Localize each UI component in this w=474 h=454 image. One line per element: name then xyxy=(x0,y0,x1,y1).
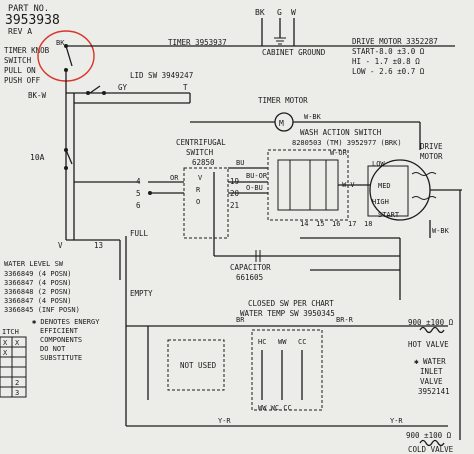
drive-motor-spec-line3: HI - 1.7 ±0.8 Ω xyxy=(352,57,420,66)
temp-ww: WW xyxy=(278,338,287,346)
energy-note-line4: DO NOT xyxy=(40,345,66,353)
svg-text:V: V xyxy=(58,241,63,250)
contact-18: 18 xyxy=(364,220,372,228)
centrifugal-line3: 62850 xyxy=(192,158,215,167)
motor-med: MED xyxy=(378,182,391,190)
contact-10a: 10A xyxy=(30,153,45,162)
switch-chart-title: ITCH xyxy=(2,328,19,336)
contact-13: 13 xyxy=(94,241,103,250)
full-label: FULL xyxy=(130,229,149,238)
water-inlet-line3: VALVE xyxy=(420,377,443,386)
energy-note-line2: EFFICIENT xyxy=(40,327,79,335)
wire-w-bk: W-BK xyxy=(304,113,322,121)
contact-15: 15 xyxy=(316,220,324,228)
water-level-line3: 3366847 (4 POSN) xyxy=(4,279,71,287)
wire-br-r: BR-R xyxy=(336,316,354,324)
energy-note-line3: COMPONENTS xyxy=(40,336,82,344)
wire-o-bu: O-BU xyxy=(246,184,263,192)
water-level-line6: 3366845 (INF POSN) xyxy=(4,306,80,314)
empty-label: EMPTY xyxy=(130,289,153,298)
water-level-line4: 3366848 (2 POSN) xyxy=(4,288,71,296)
water-level-line5: 3366847 (4 POSN) xyxy=(4,297,71,305)
wire-br: BR xyxy=(236,316,245,324)
energy-note-line1: ✱ DENOTES ENERGY xyxy=(32,318,100,326)
contact-5: 5 xyxy=(136,189,141,198)
chart-row-3: 3 xyxy=(15,389,19,397)
water-level-line1: WATER LEVEL SW xyxy=(4,260,64,268)
centrifugal-line2: SWITCH xyxy=(186,148,214,157)
timer-knob-line3: PULL ON xyxy=(4,66,36,75)
switch-chart-table: ITCH X X X 2 3 xyxy=(0,328,27,398)
wire-gy: GY xyxy=(118,83,128,92)
part-number-value: 3953938 xyxy=(5,13,60,28)
timer-label: TIMER 3953937 xyxy=(168,38,227,47)
temp-bottom: WW WC CC xyxy=(258,404,292,412)
temp-cc: CC xyxy=(298,338,306,346)
water-inlet-line4: 3952141 xyxy=(418,387,450,396)
motor-start: START xyxy=(378,211,400,219)
svg-text:M: M xyxy=(279,119,284,128)
cabinet-ground-label: CABINET GROUND xyxy=(262,48,326,57)
not-used-label: NOT USED xyxy=(180,361,217,370)
contact-21: 21 xyxy=(230,201,239,210)
wash-action-line2: 8280503 (TM) 3952977 (BRK) xyxy=(292,139,402,147)
drive-motor-spec-line2: START-8.0 ±3.0 Ω xyxy=(352,47,425,56)
revision-label: REV A xyxy=(8,27,32,36)
wash-action-line1: WASH ACTION SWITCH xyxy=(300,128,382,137)
capacitor-line1: CAPACITOR xyxy=(230,263,271,272)
header-w: W xyxy=(291,8,296,17)
hot-valve-label: HOT VALVE xyxy=(408,340,449,349)
hot-valve-ohm: 900 ±100 Ω xyxy=(408,318,454,327)
chart-cell-3: X xyxy=(3,349,8,357)
contact-17: 17 xyxy=(348,220,356,228)
closed-sw-line2: WATER TEMP SW 3950345 xyxy=(240,309,335,318)
water-inlet-line2: INLET xyxy=(420,367,443,376)
capacitor-line2: 661605 xyxy=(236,273,263,282)
motor-title1: DRIVE xyxy=(420,142,443,151)
closed-sw-line1: CLOSED SW PER CHART xyxy=(248,299,334,308)
timer-knob-line2: SWITCH xyxy=(4,56,32,65)
energy-note-line5: SUBSTITUTE xyxy=(40,354,82,362)
chart-row-2: 2 xyxy=(15,379,19,387)
timer-motor-label: TIMER MOTOR xyxy=(258,96,308,105)
wire-bk2: BK xyxy=(56,39,65,47)
motor-title2: MOTOR xyxy=(420,152,443,161)
cold-valve-ohm: 900 ±100 Ω xyxy=(406,431,452,440)
wire-or: OR xyxy=(170,174,179,182)
temp-hc: HC xyxy=(258,338,266,346)
part-number-label: PART NO. xyxy=(8,4,49,14)
chart-cell-1: X xyxy=(3,339,8,347)
wire-o: O xyxy=(196,198,200,206)
header-bk: BK xyxy=(255,8,265,17)
contact-16: 16 xyxy=(332,220,340,228)
wire-w-bk2: W-BK xyxy=(432,227,450,235)
chart-cell-2: X xyxy=(15,339,20,347)
wire-r: R xyxy=(196,186,201,194)
centrifugal-line1: CENTRIFUGAL xyxy=(176,138,226,147)
water-inlet-line1: ✱ WATER xyxy=(414,357,446,366)
wire-bu: BU xyxy=(236,159,244,167)
wire-v: V xyxy=(198,174,203,182)
wire-w-or: W-OR xyxy=(330,149,348,157)
wire-t: T xyxy=(183,83,188,92)
cold-valve-label: COLD VALVE xyxy=(408,445,454,454)
water-level-line2: 3366849 (4 POSN) xyxy=(4,270,71,278)
wire-y-r-2: Y-R xyxy=(390,417,403,425)
lid-switch-label: LID SW 3949247 xyxy=(130,71,193,80)
header-g: G xyxy=(277,8,282,17)
motor-low: LOW xyxy=(372,160,385,168)
wire-y-r: Y-R xyxy=(218,417,231,425)
contact-14: 14 xyxy=(300,220,308,228)
timer-knob-line4: PUSH OFF xyxy=(4,76,41,85)
motor-high: HIGH xyxy=(372,198,389,206)
contact-6: 6 xyxy=(136,201,141,210)
wire-bk-w: BK-W xyxy=(28,91,47,100)
drive-motor-spec-line4: LOW - 2.6 ±0.7 Ω xyxy=(352,67,425,76)
wire-bu-or: BU-OR xyxy=(246,172,268,180)
drive-motor-spec-line1: DRIVE MOTOR 3352287 xyxy=(352,37,438,46)
timer-knob-line1: TIMER KNOB xyxy=(4,46,50,55)
